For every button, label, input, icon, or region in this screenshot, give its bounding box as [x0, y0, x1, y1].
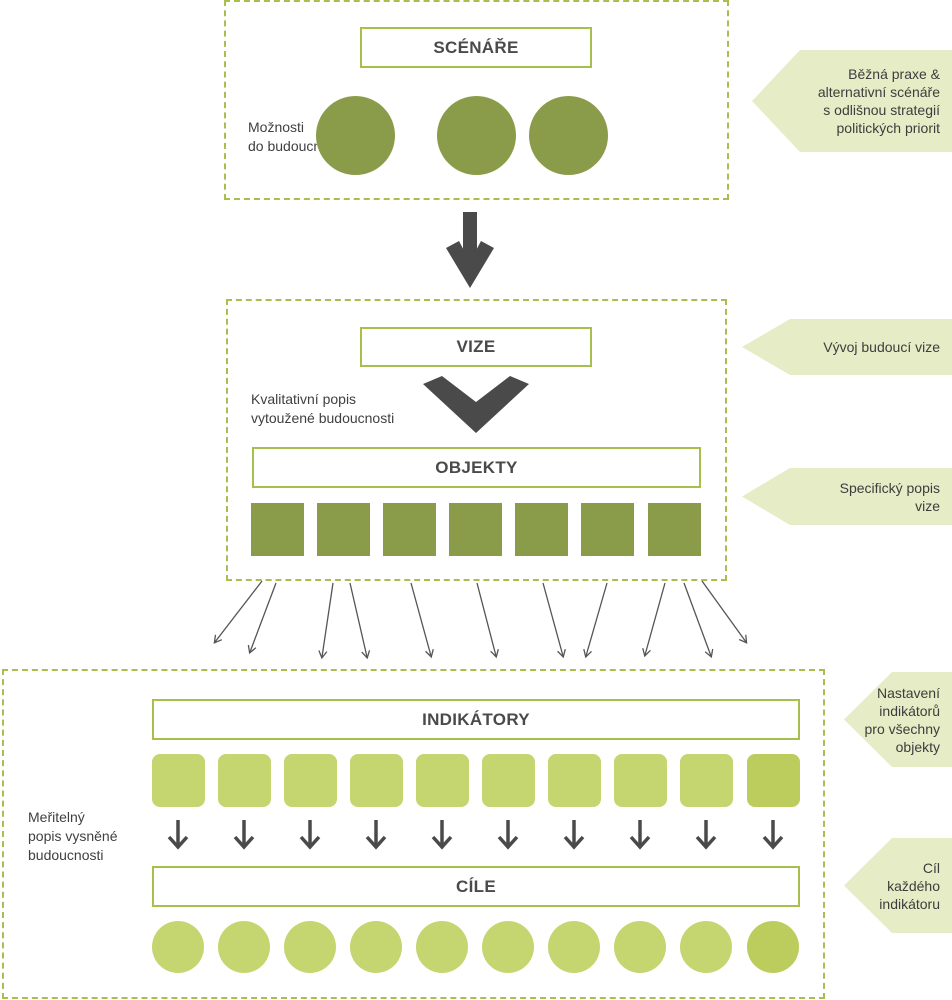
indicator-square	[416, 754, 469, 807]
options-label: Možnosti do budoucna	[248, 118, 329, 156]
tag-objects: Specifický popis vize	[742, 468, 952, 525]
objects-title: OBJEKTY	[252, 447, 701, 488]
goal-circle	[747, 921, 799, 973]
thin-arrow-icon	[642, 582, 666, 658]
thin-arrow-icon	[247, 582, 277, 655]
goal-circle	[614, 921, 666, 973]
tag-scenarios-line1: Běžná praxe &	[848, 66, 940, 82]
tag-scenarios-line4: politických priorit	[836, 120, 940, 136]
diverging-arrows	[213, 580, 748, 660]
options-label-line1: Možnosti	[248, 119, 305, 135]
object-square	[317, 503, 370, 556]
goal-circle	[218, 921, 270, 973]
indicators-title: INDIKÁTORY	[152, 699, 800, 740]
indicator-square	[152, 754, 205, 807]
tag-objects-line1: Specifický popis	[839, 479, 940, 496]
scenarios-title: SCÉNÁŘE	[360, 27, 592, 68]
indicator-square	[680, 754, 733, 807]
vision-title: VIZE	[360, 327, 592, 367]
thin-arrow-icon	[476, 582, 499, 659]
indicators-description-line3: budoucnosti	[28, 847, 104, 863]
tag-vision-text: Vývoj budoucí vize	[823, 339, 940, 355]
indicators-panel	[2, 669, 825, 999]
indicator-square	[350, 754, 403, 807]
thin-arrow-icon	[318, 582, 334, 660]
scenario-circle	[529, 96, 608, 175]
scenario-circle	[437, 96, 516, 175]
tag-indicators: Nastavení indikátorů pro všechny objekty	[844, 672, 952, 767]
tag-indicators-line1: Nastavení	[876, 684, 940, 701]
goal-circle	[680, 921, 732, 973]
tag-scenarios: Běžná praxe & alternativní scénáře s odl…	[752, 50, 952, 152]
thin-arrow-icon	[542, 582, 566, 659]
indicator-square	[482, 754, 535, 807]
tag-indicators-line3: pro všechny	[864, 720, 940, 737]
tag-indicators-line4: objekty	[895, 738, 940, 755]
object-square	[251, 503, 304, 556]
tag-goals-line2: každého	[887, 877, 940, 894]
object-square	[515, 503, 568, 556]
goal-circle	[416, 921, 468, 973]
indicator-square	[548, 754, 601, 807]
indicator-square	[218, 754, 271, 807]
vision-description-line1: Kvalitativní popis	[251, 391, 357, 407]
thin-arrow-icon	[701, 580, 748, 644]
thin-arrow-icon	[410, 582, 434, 659]
vision-description-line2: vytoužené budoucnosti	[251, 410, 395, 426]
goals-title: CÍLE	[152, 866, 800, 907]
vision-description: Kvalitativní popis vytoužené budoucnosti	[251, 390, 394, 428]
object-square	[581, 503, 634, 556]
object-square	[383, 503, 436, 556]
vision-panel	[226, 299, 727, 581]
tag-vision: Vývoj budoucí vize	[742, 319, 952, 375]
tag-indicators-line2: indikátorů	[879, 702, 940, 719]
indicator-square	[284, 754, 337, 807]
tag-scenarios-line2: alternativní scénáře	[817, 84, 940, 100]
down-arrow-icon	[446, 212, 494, 288]
tag-scenarios-line3: s odlišnou strategií	[823, 102, 940, 118]
object-square	[648, 503, 701, 556]
thin-arrow-icon	[349, 582, 371, 660]
goal-circle	[284, 921, 336, 973]
tag-goals-line3: indikátoru	[879, 895, 940, 912]
indicators-description-line1: Meřitelný	[28, 809, 85, 825]
options-label-line2: do budoucna	[248, 138, 329, 154]
scenario-circle	[316, 96, 395, 175]
tag-goals-line1: Cíl	[922, 859, 940, 876]
indicator-square	[614, 754, 667, 807]
indicators-description-line2: popis vysněné	[28, 828, 118, 844]
goal-circle	[152, 921, 204, 973]
scenarios-panel	[224, 0, 729, 200]
thin-arrow-icon	[213, 580, 263, 644]
goal-circle	[548, 921, 600, 973]
thin-arrow-icon	[683, 582, 714, 659]
goal-circle	[482, 921, 534, 973]
object-square	[449, 503, 502, 556]
tag-goals: Cíl každého indikátoru	[844, 838, 952, 933]
indicator-square	[747, 754, 800, 807]
goal-circle	[350, 921, 402, 973]
thin-arrow-icon	[583, 582, 608, 659]
indicators-description: Meřitelný popis vysněné budoucnosti	[28, 808, 118, 865]
tag-objects-line2: vize	[915, 497, 940, 514]
